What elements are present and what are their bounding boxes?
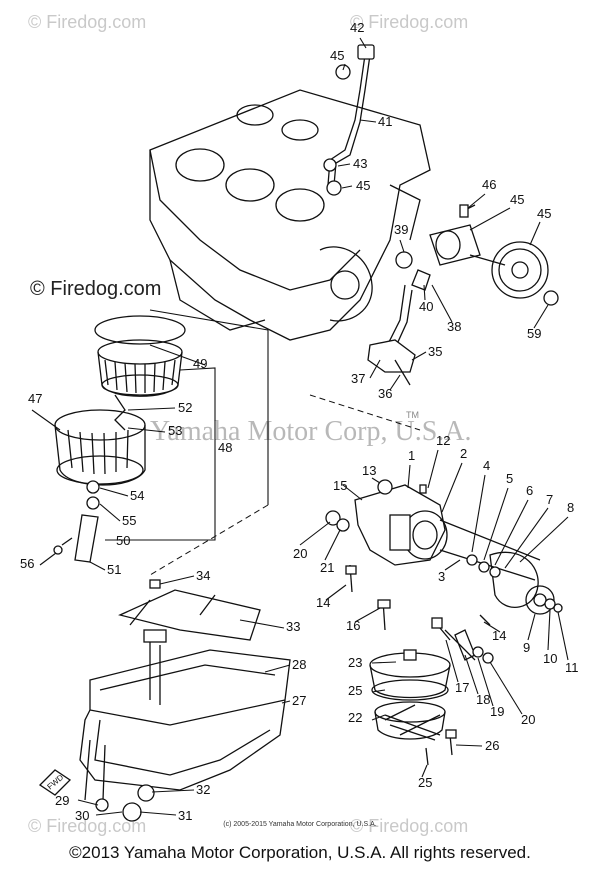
callout-57: 55 [122,513,136,528]
callout-21: 20 [293,546,307,561]
callout-48: 46 [482,177,496,192]
callout-19: 19 [490,704,504,719]
callout-31: 30 [75,808,89,823]
callout-52: 50 [116,533,130,548]
callout-54: 52 [178,400,192,415]
watermark-bottom-right: © Firedog.com [350,816,468,836]
leader-51 [149,344,206,366]
callout-23: 22 [348,710,362,725]
callout-10: 10 [543,651,557,666]
callout-43: 42 [350,20,364,35]
callout-59: 59 [527,326,541,341]
watermark-left: © Firedog.com [30,278,161,300]
callout-41: 40 [419,299,433,314]
callout-8: 8 [567,500,574,515]
callout-17: 17 [455,680,469,695]
callout-35: 34 [196,568,210,583]
oil-pan-drawing [38,579,291,822]
callout-22: 21 [320,560,334,575]
callout-3: 3 [438,569,445,584]
pump-drive-drawing [429,204,559,306]
callout-27: 26 [485,738,499,753]
oil-pump-drawing [325,479,563,664]
callout-25: 25 [348,683,362,698]
callout-11: 11 [565,660,579,675]
callout-46: 45 [537,206,551,221]
callout-49: 47 [28,391,42,406]
crankcase-drawing [149,89,431,341]
callout-9: 9 [523,640,530,655]
callout-38: 37 [351,371,365,386]
callout-33: 32 [196,782,210,797]
callout-1: 1 [408,448,415,463]
callout-4: 4 [483,458,490,473]
callout-39: 38 [447,319,461,334]
callout-56: 54 [130,488,144,503]
small-credit-text: (c) 2005-2015 Yamaha Motor Corporation, … [223,821,377,828]
callout-20: 20 [521,712,535,727]
leader-block-pan [149,504,269,576]
callout-55: 53 [168,423,182,438]
callout-2: 2 [460,446,467,461]
callout-13: 13 [362,463,376,478]
callout-53: 51 [107,562,121,577]
callout-5: 5 [506,471,513,486]
callout-14b: 14 [492,628,506,643]
watermark-tm: TM [406,410,419,420]
copyright-text: ©2013 Yamaha Motor Corporation, U.S.A. A… [69,843,531,862]
leader-lines [31,37,569,816]
oil-pipe-drawing [323,44,375,196]
oil-filter-drawing [53,315,186,563]
callout-45b: 45 [356,178,370,193]
callout-14a: 14 [316,595,330,610]
callout-50: 48 [218,440,232,455]
callout-42: 41 [378,114,392,129]
callout-32: 31 [178,808,192,823]
callout-26: 25 [418,775,432,790]
callout-36: 35 [428,344,442,359]
callout-47: 45 [510,192,524,207]
callout-6: 6 [526,483,533,498]
oil-strainer-drawing [369,649,457,766]
watermark-top-left: © Firedog.com [28,12,146,32]
callout-40: 39 [394,222,408,237]
leader-block-filter [149,309,269,331]
callout-24: 23 [348,655,362,670]
watermark-top-right: © Firedog.com [350,12,468,32]
watermark-bottom-left: © Firedog.com [28,816,146,836]
callout-58: 56 [20,556,34,571]
callout-45a: 45 [330,48,344,63]
callout-15: 16 [346,618,360,633]
callout-18: 18 [476,692,490,707]
callout-51: 49 [193,356,207,371]
callout-7: 7 [546,492,553,507]
callout-37: 36 [378,386,392,401]
callout-44: 43 [353,156,367,171]
callout-labels: 42 45 41 43 45 46 45 45 39 40 38 59 35 3… [20,20,579,823]
callout-29: 28 [292,657,306,672]
strainer-pipe-drawing [367,251,431,386]
callout-34: 33 [286,619,300,634]
callout-30: 29 [55,793,69,808]
watermark-yamaha: Yamaha Motor Corp, U.S.A. [150,416,472,447]
bracket-filter [105,367,216,541]
callout-12: 12 [436,433,450,448]
callout-28: 27 [292,693,306,708]
callout-16: 15 [333,478,347,493]
